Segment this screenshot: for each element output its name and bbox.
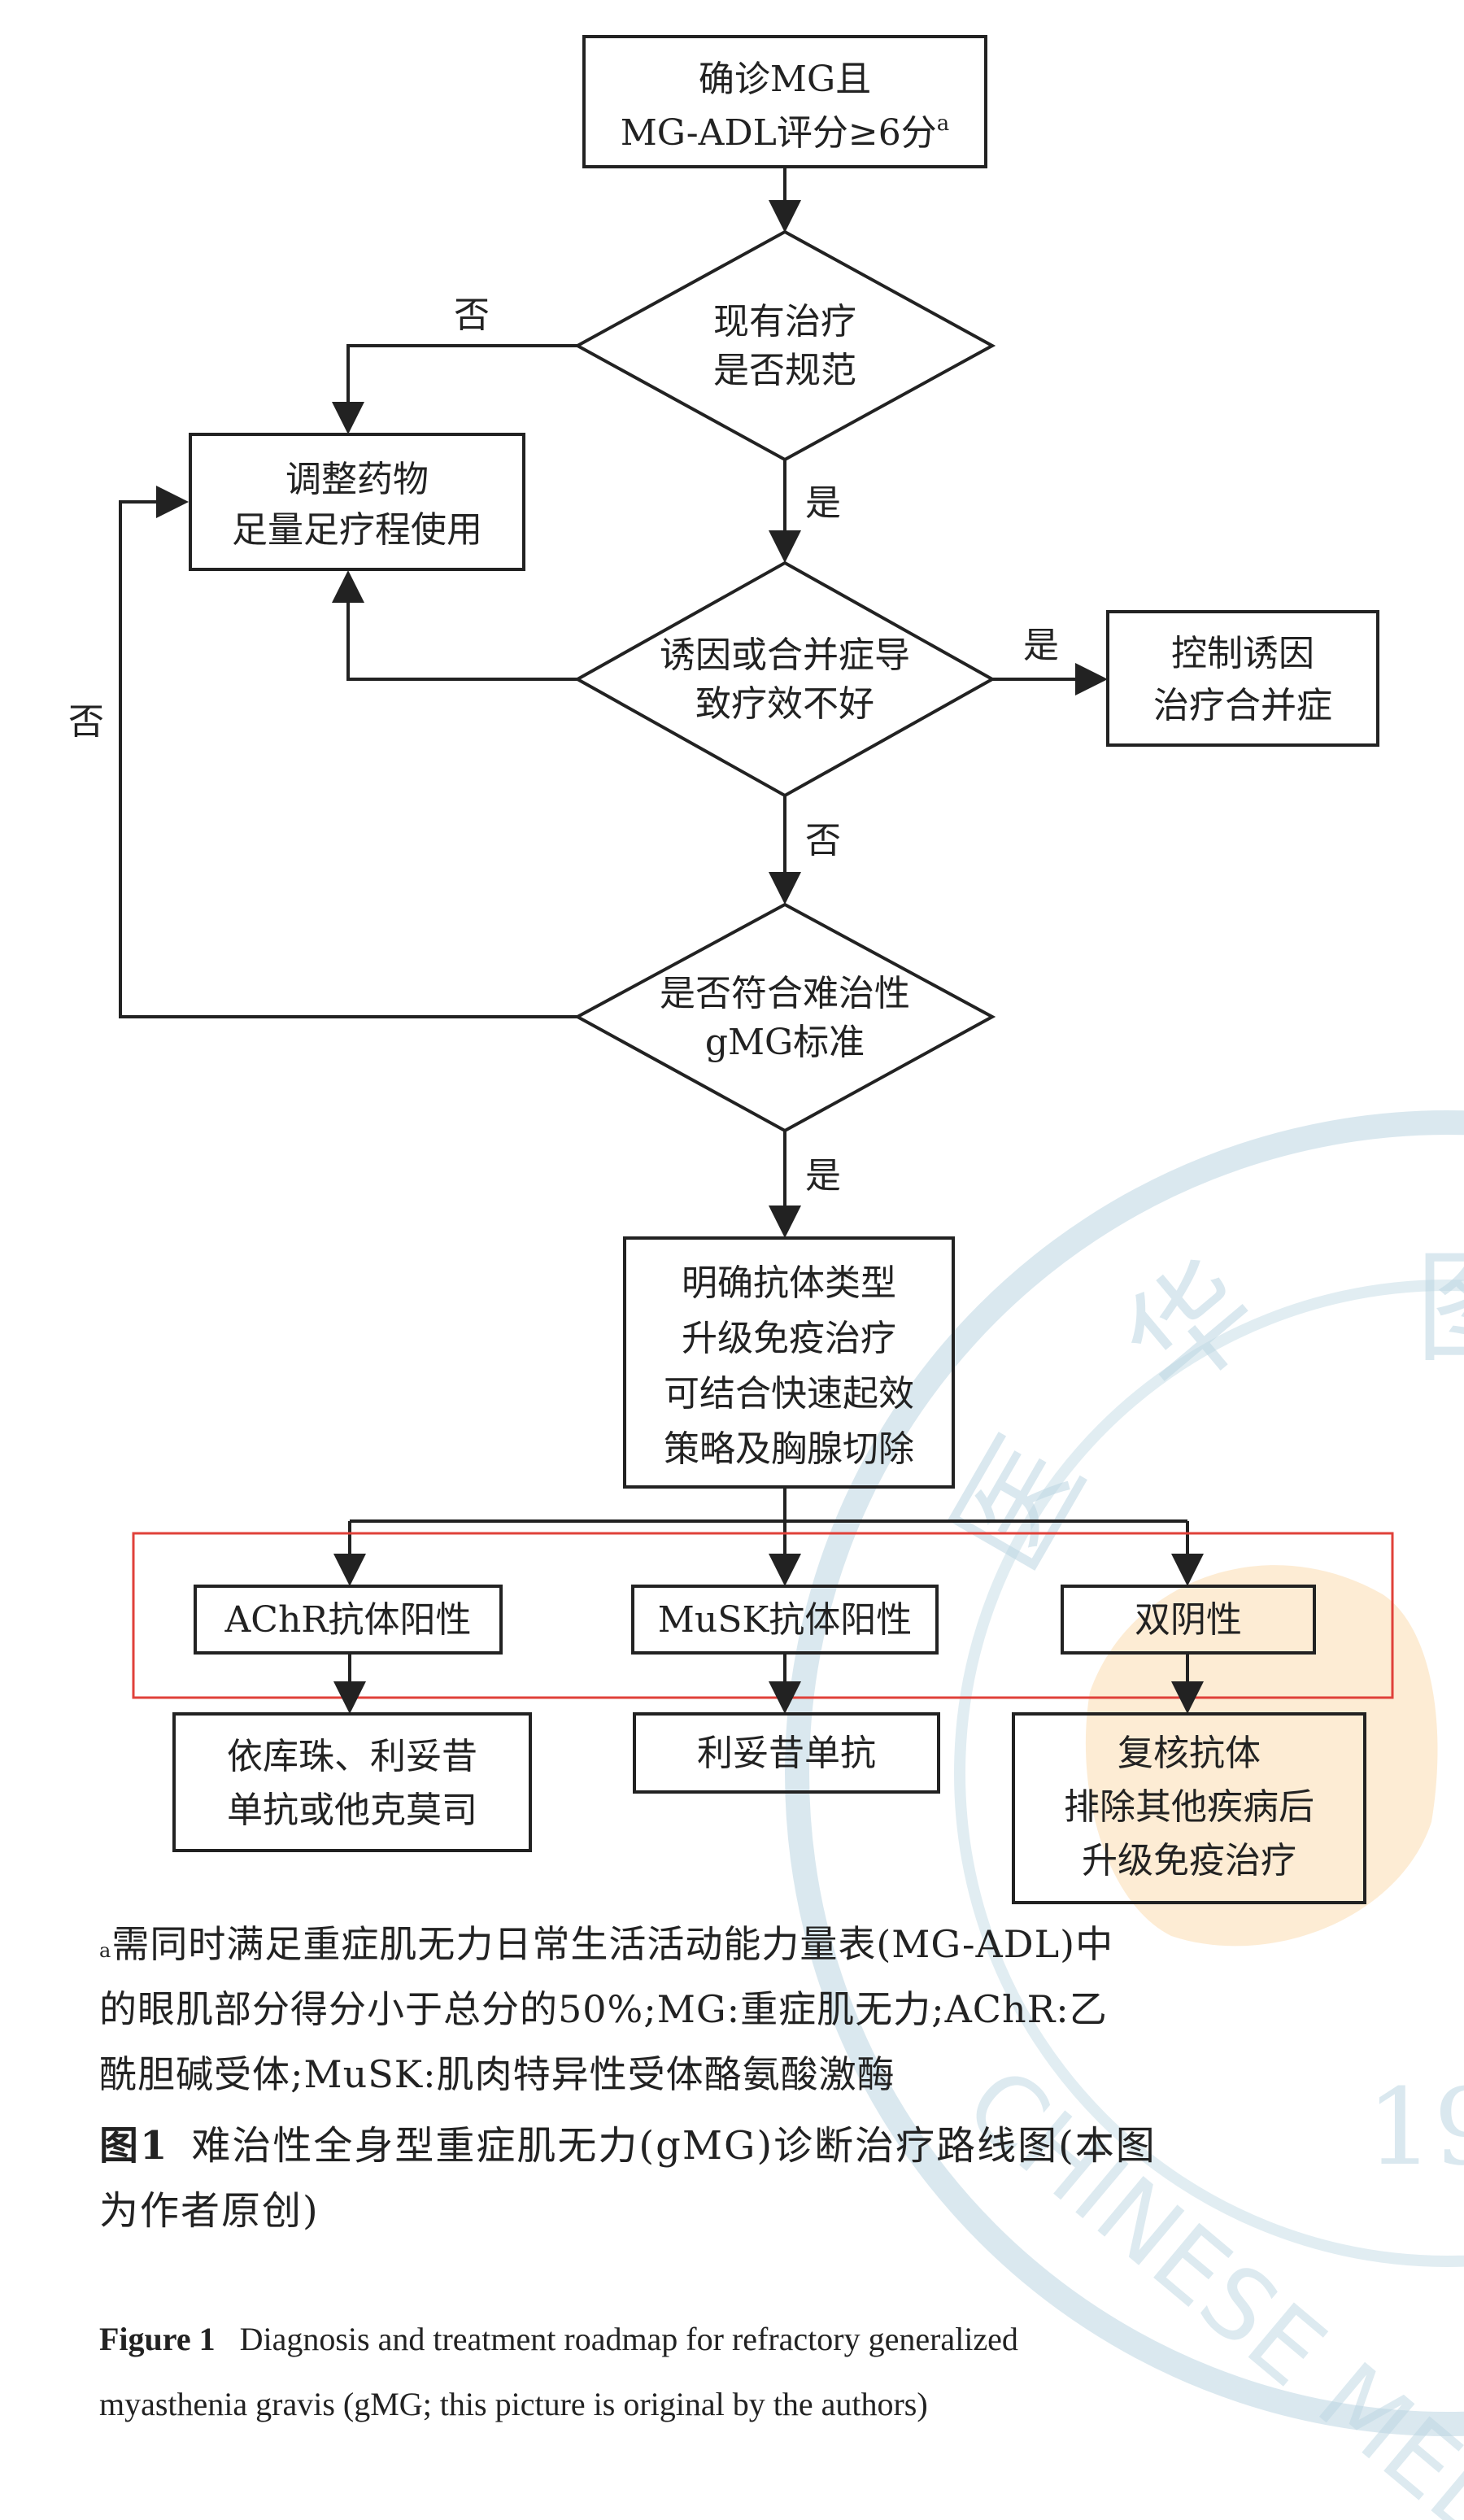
arrow-d1-no <box>332 344 577 434</box>
dn-treatment-line-3: 升级免疫治疗 <box>1082 1840 1296 1881</box>
action-line-2: 升级免疫治疗 <box>682 1318 896 1359</box>
label-d1-yes: 是 <box>805 482 841 524</box>
action-line-1: 明确抗体类型 <box>682 1262 896 1304</box>
d1-line-2: 是否规范 <box>713 350 856 391</box>
achr-treatment-line-1: 依库珠、利妥昔 <box>227 1736 477 1777</box>
start-line-2: MG-ADL评分≥6分a <box>621 111 950 154</box>
dn-treatment-box <box>1012 1712 1366 1904</box>
adjust-line-2: 足量足疗程使用 <box>232 509 482 551</box>
decision-standard-treatment <box>573 229 996 462</box>
footnote-line-1: a需同时满足重症肌无力日常生活活动能力量表(MG-ADL)中 <box>99 1922 1114 1966</box>
label-d2-yes: 是 <box>1023 625 1059 666</box>
d2-line-1: 诱因或合并症导 <box>660 634 910 676</box>
dn-treatment-line-1: 复核抗体 <box>1118 1733 1261 1774</box>
control-line-1: 控制诱因 <box>1171 633 1314 674</box>
start-line-1: 确诊MG且 <box>699 59 871 100</box>
d1-line-1: 现有治疗 <box>713 301 856 342</box>
control-line-2: 治疗合并症 <box>1153 685 1332 726</box>
d3-line-1: 是否符合难治性 <box>660 973 910 1014</box>
footnote-line-3: 酰胆碱受体;MuSK:肌肉特异性受体酪氨酸激酶 <box>99 2052 895 2096</box>
caption-cn-label: 图1 <box>99 2123 169 2169</box>
action-line-4: 策略及胸腺切除 <box>664 1428 914 1470</box>
watermark-char: 图 <box>1415 1238 1464 1380</box>
dn-treatment-line-2: 排除其他疾病后 <box>1064 1786 1314 1828</box>
label-d3-yes: 是 <box>805 1155 841 1197</box>
adjust-line-1: 调整药物 <box>285 459 429 500</box>
achr-label: AChR抗体阳性 <box>224 1599 472 1641</box>
arrow-d3-no <box>119 486 577 1018</box>
musk-treatment-label: 利妥昔单抗 <box>697 1733 876 1774</box>
musk-treatment-box <box>633 1712 940 1794</box>
decision-cause-comorbidity <box>573 560 996 798</box>
decision-refractory-criteria <box>573 902 996 1133</box>
control-box <box>1106 610 1379 747</box>
label-d3-no: 否 <box>68 701 104 743</box>
adjust-drug-box <box>189 433 525 571</box>
d2-line-2: 致疗效不好 <box>695 683 874 725</box>
achr-treatment-line-2: 单抗或他克莫司 <box>227 1790 477 1831</box>
musk-label: MuSK抗体阳性 <box>658 1599 912 1641</box>
footnote-line-2: 的眼肌部分得分小于总分的50%;MG:重症肌无力;AChR:乙 <box>99 1987 1108 2031</box>
arrow-d2-to-adjust <box>332 570 577 681</box>
d3-line-2: gMG标准 <box>705 1022 865 1063</box>
figure-footnote: a需同时满足重症肌无力日常生活活动能力量表(MG-ADL)中 的眼肌部分得分小于… <box>99 1912 1352 2107</box>
flowchart: 确诊MG且 MG-ADL评分≥6分a 现有治疗 是否规范 否 调整药物 足量足疗… <box>68 35 1394 1904</box>
achr-treatment-box <box>172 1712 532 1852</box>
watermark-year: 19 <box>1366 2065 1464 2189</box>
caption-en-label: Figure 1 <box>99 2321 216 2357</box>
action-box <box>623 1236 955 1489</box>
caption-en-line-2: myasthenia gravis (gMG; this picture is … <box>99 2386 928 2422</box>
label-d2-no: 否 <box>805 820 841 861</box>
footnote-mark: a <box>99 1939 112 1962</box>
action-line-3: 可结合快速起效 <box>664 1373 914 1415</box>
label-d1-no: 否 <box>454 294 490 336</box>
double-negative-label: 双阴性 <box>1135 1599 1242 1641</box>
antibody-highlight-frame <box>132 1532 1394 1699</box>
caption-cn-line-2: 为作者原创) <box>99 2188 320 2234</box>
